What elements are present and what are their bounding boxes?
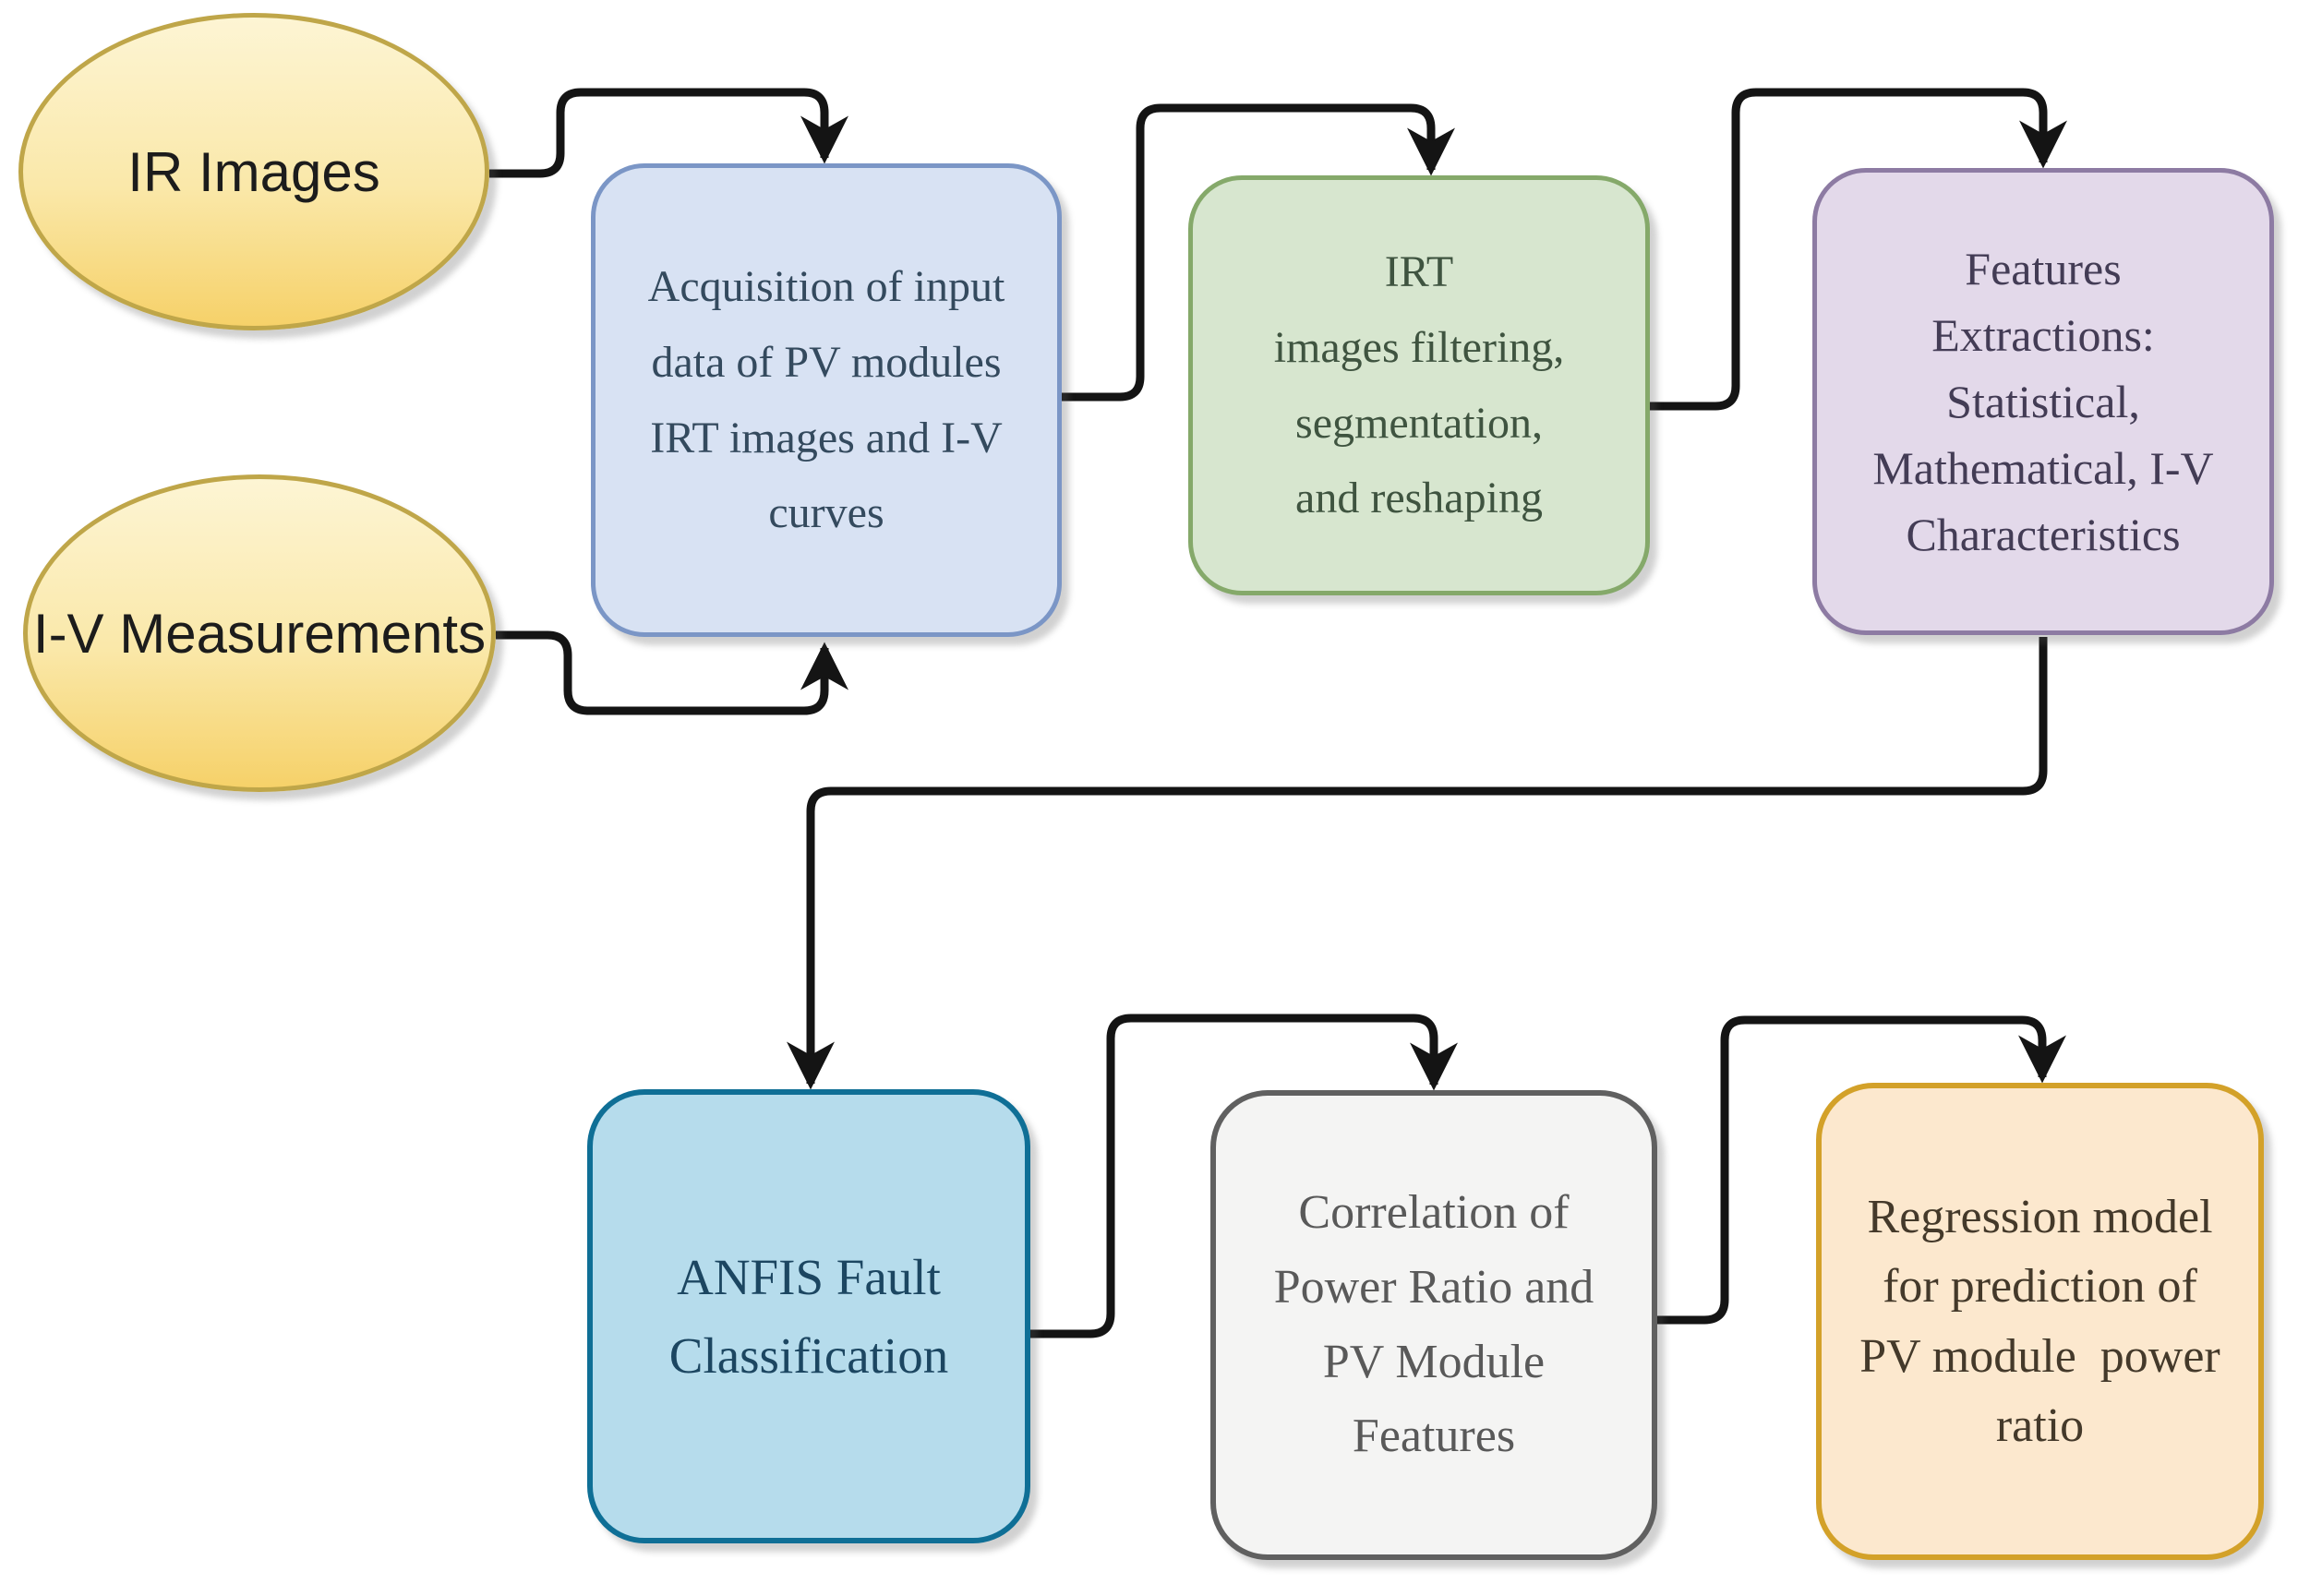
node-features-extraction: Features Extractions: Statistical, Mathe…	[1812, 168, 2274, 635]
edge-irt-processing-to-features-extraction	[1650, 88, 2067, 411]
node-anfis-fault-classification: ANFIS Fault Classification	[587, 1089, 1030, 1543]
edge-features-extraction-to-anfis	[787, 637, 2048, 1090]
node-anfis-label: ANFIS Fault Classification	[668, 1248, 949, 1384]
node-iv-measurements-label: I-V Measurements	[32, 602, 487, 665]
node-irt-processing-label: IRT images filtering, segmentation, and …	[1273, 247, 1565, 523]
node-acquisition-label: Acquisition of input data of PV modules …	[647, 262, 1005, 538]
edge-iv-measurements-to-acquisition	[496, 630, 848, 715]
node-ir-images-label: IR Images	[127, 140, 380, 203]
node-correlation-label: Correlation of Power Ratio and PV Module…	[1273, 1186, 1594, 1463]
node-ir-images: IR Images	[18, 13, 489, 330]
node-iv-measurements: I-V Measurements	[23, 474, 496, 792]
node-regression-label: Regression model for prediction of PV mo…	[1859, 1190, 2220, 1452]
edge-acquisition-to-irt-processing	[1062, 103, 1455, 402]
node-correlation: Correlation of Power Ratio and PV Module…	[1210, 1090, 1657, 1560]
edge-ir-images-to-acquisition	[489, 88, 848, 178]
node-features-extraction-label: Features Extractions: Statistical, Mathe…	[1872, 243, 2214, 560]
node-irt-processing: IRT images filtering, segmentation, and …	[1188, 175, 1650, 595]
edge-correlation-to-regression	[1657, 1015, 2066, 1325]
node-regression: Regression model for prediction of PV mo…	[1816, 1083, 2264, 1560]
edge-anfis-to-correlation	[1030, 1014, 1458, 1338]
node-acquisition: Acquisition of input data of PV modules …	[591, 163, 1062, 637]
